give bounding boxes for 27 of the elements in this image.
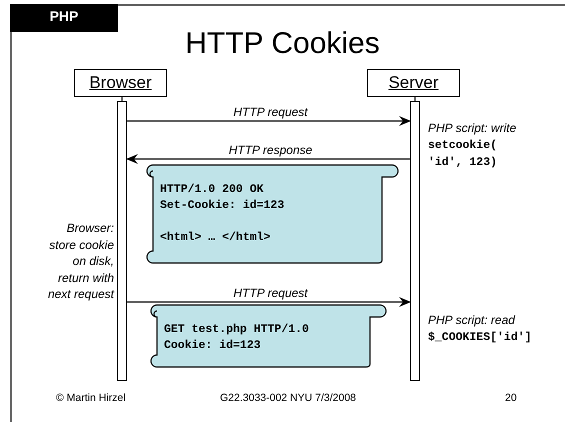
message-arrow bbox=[126, 154, 410, 164]
edge-label: HTTP response bbox=[228, 143, 314, 157]
code-line: Set-Cookie: id=123 bbox=[160, 198, 284, 214]
lifeline-bar bbox=[117, 101, 127, 381]
footer-text: G22.3033-002 NYU 7/3/2008 bbox=[220, 392, 358, 404]
code-line: <html> … </html> bbox=[160, 230, 272, 246]
page-number: 20 bbox=[505, 392, 518, 404]
code-line: Cookie: id=123 bbox=[164, 338, 262, 354]
lifeline-bar bbox=[410, 101, 420, 381]
code-text: setcookie( 'id', 123) bbox=[428, 138, 498, 171]
annotation: PHP script: write bbox=[428, 120, 518, 136]
code-line: GET test.php HTTP/1.0 bbox=[164, 322, 309, 338]
participant-box: Browser bbox=[74, 69, 167, 97]
title: HTTP Cookies bbox=[185, 27, 380, 60]
edge-label: HTTP request bbox=[232, 286, 309, 300]
participant-box: Server bbox=[367, 69, 460, 97]
message-scroll bbox=[146, 164, 398, 264]
message-arrow bbox=[127, 297, 411, 307]
message-scroll bbox=[150, 304, 386, 368]
annotation: PHP script: read bbox=[428, 312, 516, 328]
annotation: Browser: store cookie on disk, return with next request bbox=[46, 220, 114, 302]
footer-text: © Martin Hirzel bbox=[56, 392, 127, 404]
edge-label: HTTP request bbox=[232, 105, 309, 119]
code-text: $_COOKIES['id'] bbox=[428, 330, 533, 346]
slide-tab: PHP bbox=[10, 4, 118, 32]
code-line: HTTP/1.0 200 OK bbox=[160, 182, 265, 198]
message-arrow bbox=[127, 116, 411, 126]
